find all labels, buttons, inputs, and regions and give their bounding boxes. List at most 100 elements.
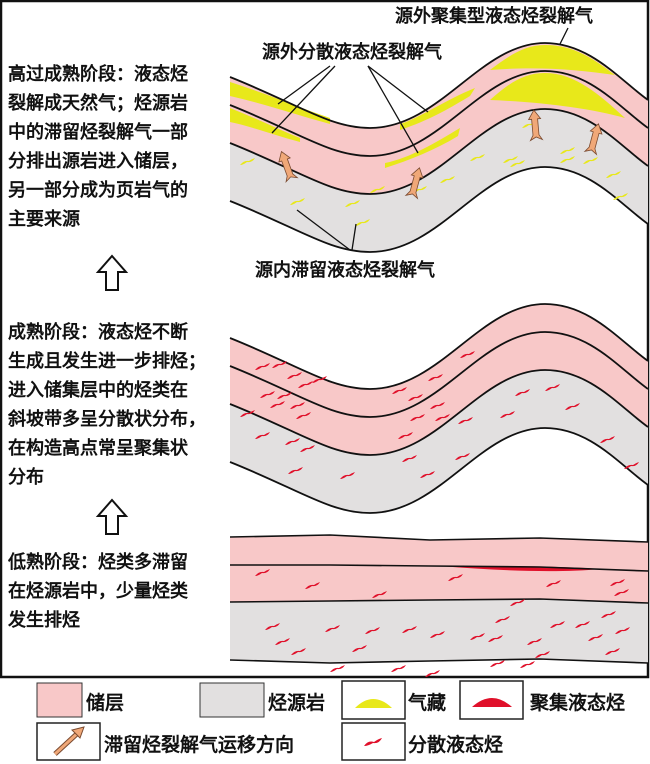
dispersed-oil-dash (420, 471, 435, 478)
dispersed-oil-dash (624, 462, 639, 469)
dispersed-oil-dash (490, 660, 505, 667)
dispersed-oil-dash (352, 645, 367, 652)
reservoir-layer (230, 43, 648, 156)
gas-clustered (490, 73, 625, 118)
layer-boundary (229, 534, 649, 543)
layer-boundary (229, 369, 649, 456)
gas-dispersed (400, 88, 475, 130)
dispersed-oil-dash (546, 580, 561, 587)
dispersed-oil-dash (272, 361, 287, 368)
stage-text-low-mature: 低熟阶段：烃类多滞留在烃源岩中，少量烃类发生排烃 (8, 552, 188, 631)
dispersed-oil-dash (408, 394, 423, 401)
dispersed-oil-dash (430, 631, 445, 638)
layer-boundary (229, 658, 649, 664)
retained-gas-dash (613, 193, 628, 200)
dispersed-oil-dash (291, 648, 306, 655)
legend-label-accumulated-oil: 聚集液态烃 (530, 692, 626, 714)
dispersed-oil-dash (240, 410, 255, 417)
retained-gas-dash (510, 160, 525, 167)
retained-gas-dash (503, 156, 518, 163)
legend-label-gas: 气藏 (408, 692, 447, 714)
accumulated-oil-icon (472, 698, 512, 707)
dispersed-oil-dash (458, 417, 473, 424)
dispersed-oil-dash (300, 445, 315, 452)
migration-arrow-icon (583, 123, 603, 156)
dispersed-oil-dash (435, 414, 450, 421)
layer-boundary (229, 303, 649, 390)
dispersed-oil-dash (410, 414, 425, 421)
reservoir-layer (230, 304, 648, 417)
dispersed-oil-dash (601, 611, 616, 618)
dispersed-oil-dash (391, 665, 406, 672)
retained-gas-dash (355, 219, 370, 226)
layer-boundary (229, 70, 649, 157)
dispersed-oil-dash (277, 392, 292, 399)
dispersed-oil-dash (402, 455, 417, 462)
migration-arrow-icon (404, 167, 424, 200)
retained-gas-dash (370, 186, 385, 193)
dispersed-oil-dash (265, 623, 280, 630)
dispersed-oil-dash (255, 569, 270, 576)
dispersed-oil-dash (545, 384, 560, 391)
retained-gas-dash (606, 171, 621, 178)
dispersed-oil-dash (428, 374, 443, 381)
source-rock-layer (230, 599, 648, 663)
dispersed-oil-dash (270, 401, 285, 408)
dispersed-oil-dash (312, 376, 327, 383)
reservoir-layer (230, 565, 648, 603)
dispersed-oil-dash (285, 438, 300, 445)
dispersed-oil-dash (305, 582, 320, 589)
stage-up-arrow-icon (95, 498, 129, 535)
dispersed-oil-dash (288, 467, 303, 474)
dispersed-oil-dash (550, 621, 565, 628)
dispersed-oil-dash (372, 591, 387, 598)
dispersed-oil-dash (615, 627, 630, 634)
dispersed-oil-dash (488, 635, 503, 642)
layer-boundary (229, 166, 649, 253)
dispersed-oil-dash (275, 638, 290, 645)
label-dispersed-gas: 源外分散液态烃裂解气 (262, 42, 442, 63)
dispersed-oil-dash (365, 627, 380, 634)
dispersed-oil-dash (600, 436, 615, 443)
legend-dash-box (341, 722, 406, 761)
stage-text-high-mature: 高过成熟阶段：液态烃裂解成天然气；烃源岩中的滞留烃裂解气一部分排出源岩进入储层，… (8, 64, 188, 230)
dispersed-oil-dash (296, 412, 311, 419)
dispersed-oil-dash (340, 472, 355, 479)
figure-frame (0, 0, 650, 679)
layer-boundary (229, 108, 649, 195)
dispersed-oil-dash (500, 411, 515, 418)
dispersed-oil-dash (298, 381, 313, 388)
dispersed-oil-dash (520, 661, 535, 668)
legend-source-rock-swatch (199, 682, 265, 718)
layer-boundary (229, 42, 649, 129)
retained-gas-dash (440, 176, 455, 183)
layer-boundary (230, 564, 649, 572)
reservoir-layer (230, 535, 648, 571)
dispersed-oil-dash (605, 648, 620, 655)
retained-gas-dash (470, 154, 485, 161)
legend-reservoir-swatch (36, 682, 83, 718)
source-rock-layer (230, 109, 648, 252)
reservoir-layer (230, 332, 648, 455)
dispersed-oil-dash (325, 625, 340, 632)
retained-gas-dash (560, 156, 575, 163)
pointer-lines (271, 27, 569, 251)
dispersed-oil-dash (515, 389, 530, 396)
legend-label-reservoir: 储层 (86, 692, 125, 714)
dispersed-oil-dash (255, 432, 270, 439)
dispersed-oil-dash (398, 432, 413, 439)
dispersed-oil-dash (290, 402, 305, 409)
dispersed-oil-dash (392, 387, 407, 394)
dispersed-oil-dash (255, 363, 270, 370)
stage-up-arrow-icon (95, 254, 129, 291)
dispersed-oil-dash (402, 626, 417, 633)
layer-boundary (229, 598, 649, 604)
legend-label-migration: 滞留烃裂解气运移方向 (104, 734, 295, 756)
retained-gas-dash (290, 198, 305, 205)
dispersed-oil-dash (565, 403, 580, 410)
dispersed-oil-dash (610, 579, 625, 586)
dispersed-oil-dash (510, 599, 525, 606)
retained-gas-dash (583, 157, 598, 164)
